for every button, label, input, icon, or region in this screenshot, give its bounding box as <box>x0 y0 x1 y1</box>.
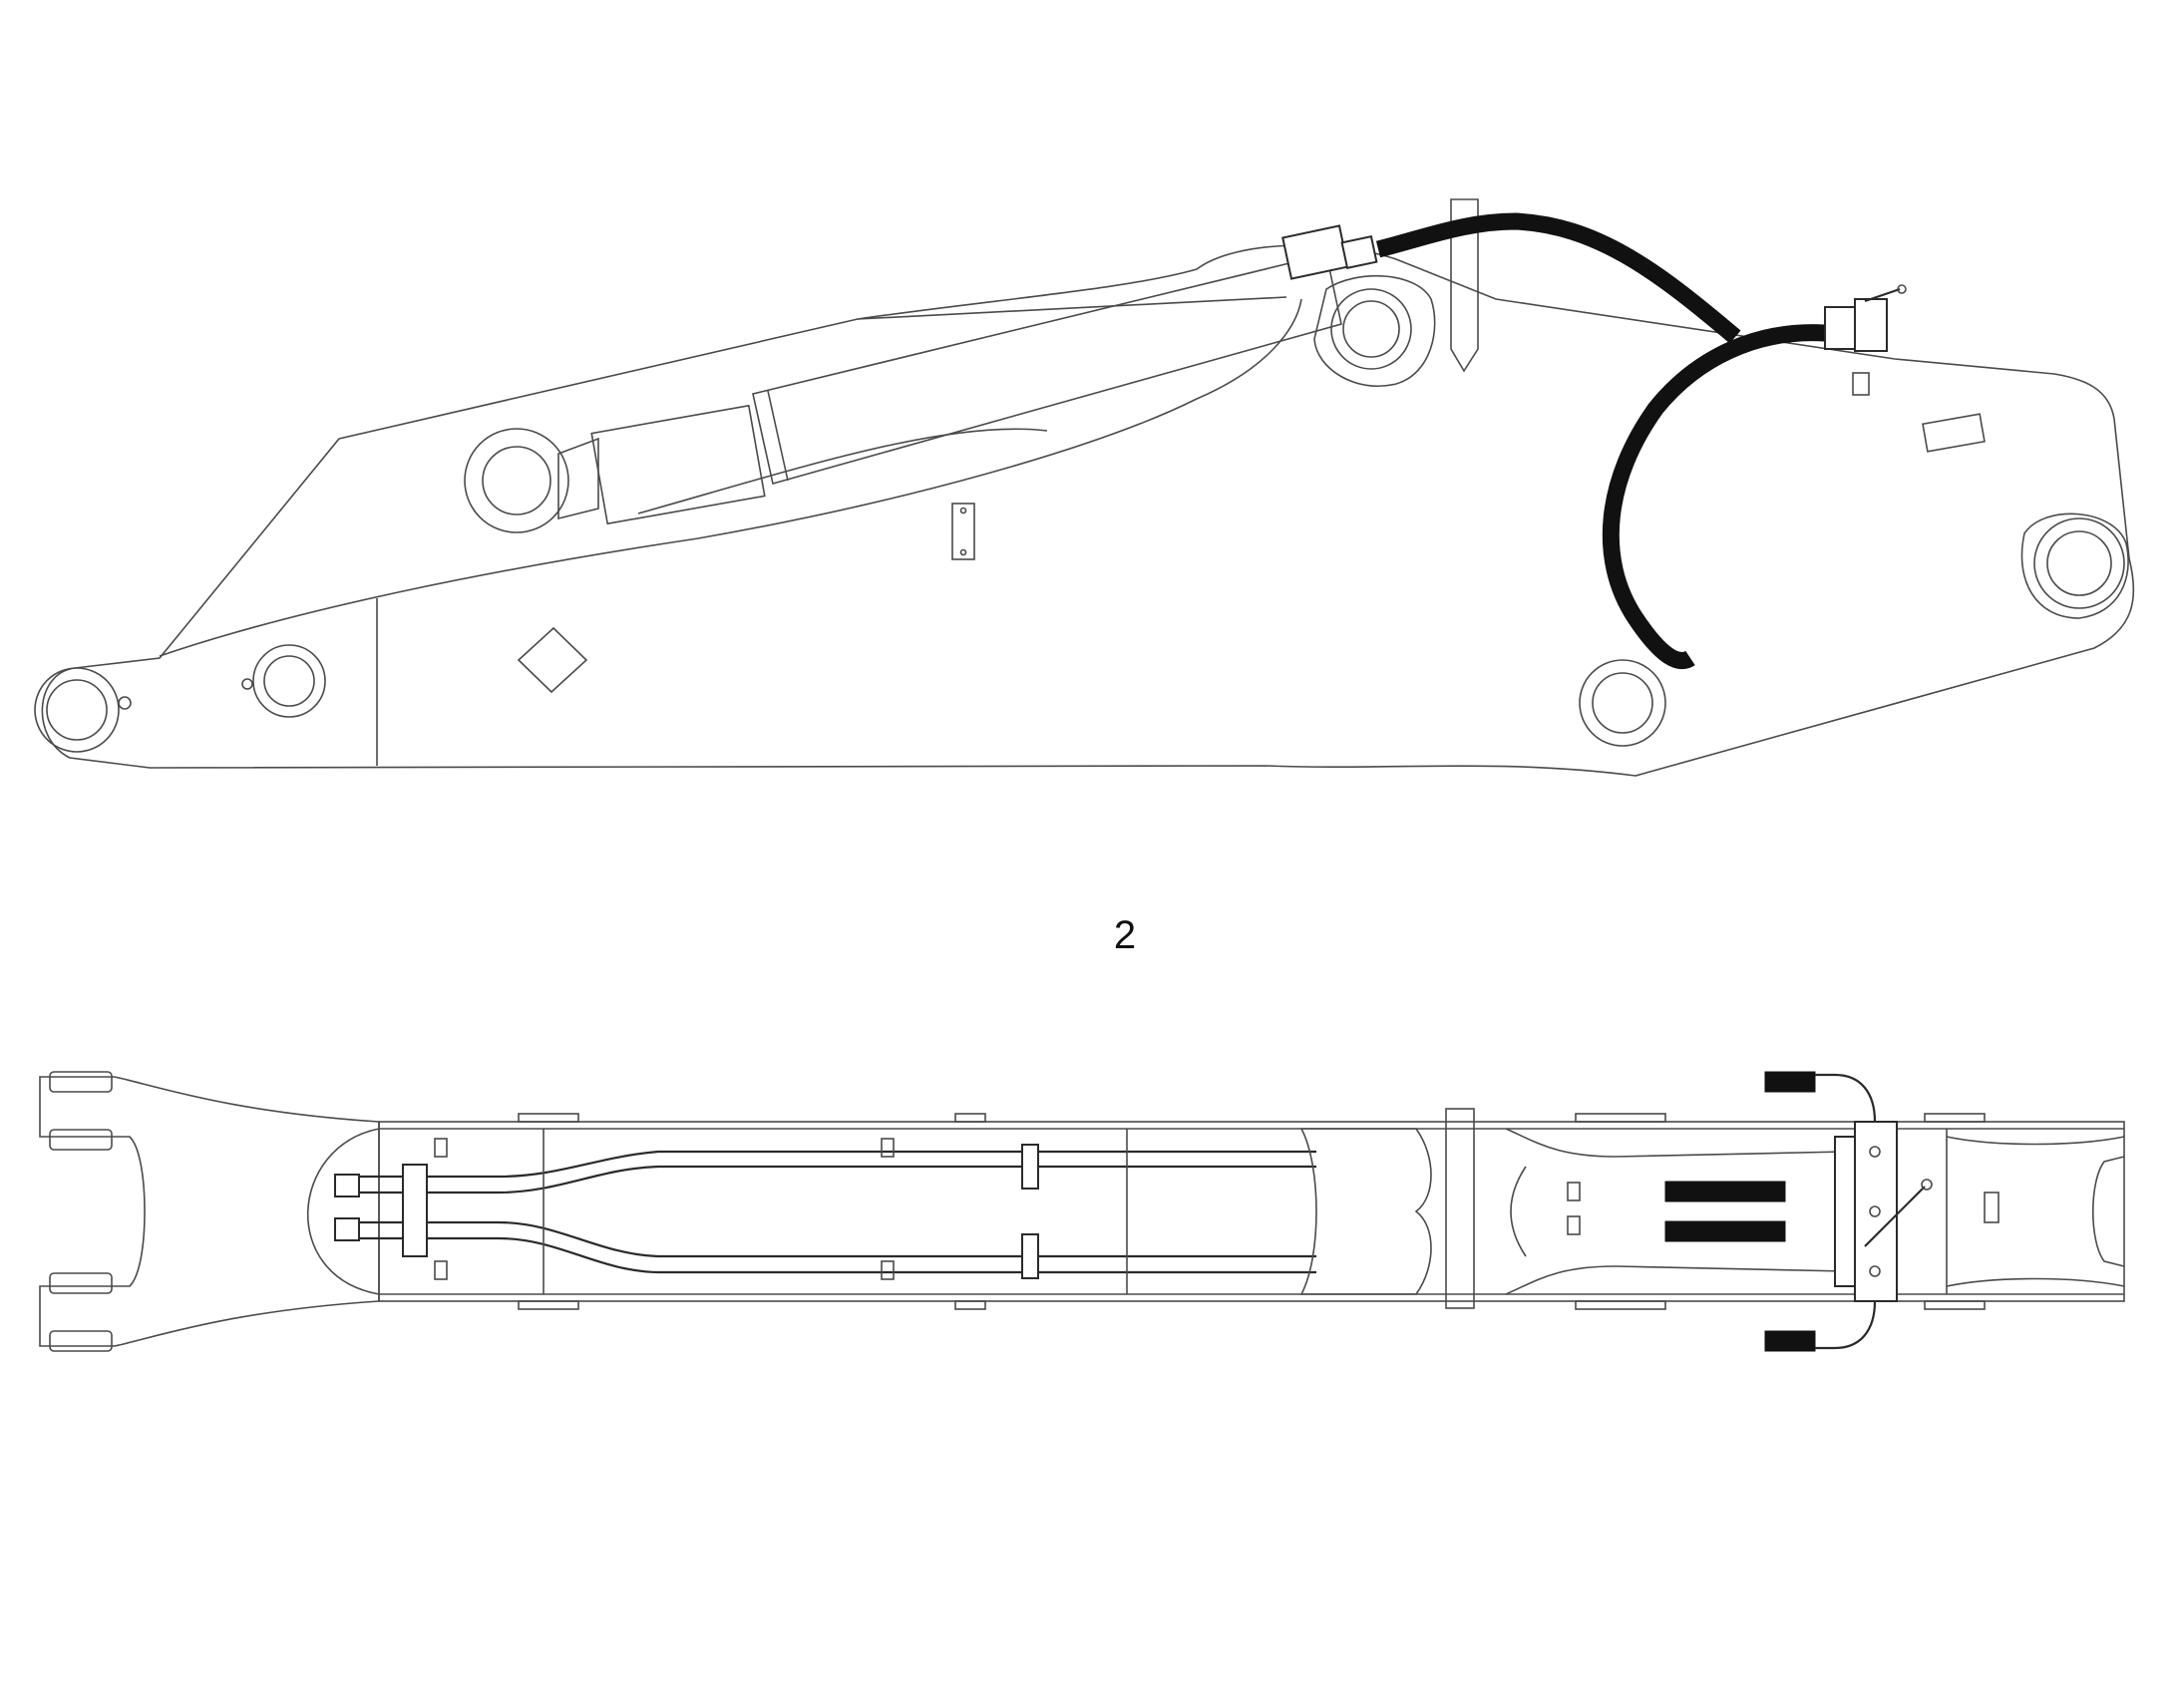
pipe-clamp-lower <box>1021 1233 1039 1279</box>
hydraulic-hose-lower <box>1602 324 1826 670</box>
pipe-clamp-left <box>402 1164 428 1257</box>
arm-cylinder-pin-outer <box>1579 659 1666 747</box>
pipe-clamp-upper <box>1021 1144 1039 1190</box>
boom-end-cap <box>306 1128 380 1295</box>
boom-foot-fork <box>39 1076 380 1347</box>
valve-lever-top-view <box>1864 1186 1926 1247</box>
valve-knob <box>1921 1179 1933 1191</box>
cylinder-rod-eye-outer <box>464 428 569 533</box>
small-plate <box>434 1260 448 1280</box>
boom-foot-pin-outer <box>34 667 120 753</box>
pin-boss-plate <box>1313 274 1436 387</box>
lug <box>1924 1113 1986 1123</box>
boom-cylinder-pin-inner <box>263 655 315 707</box>
grease-nipple-foot <box>118 696 132 710</box>
cylinder-tube <box>752 253 1342 485</box>
pipe-upper-a <box>359 1150 1316 1179</box>
boom-upper-chord <box>159 298 1302 657</box>
manifold-port <box>1869 1265 1881 1277</box>
boom-foot-pin-inner <box>46 679 108 741</box>
boom-top-view <box>39 1071 2125 1352</box>
mount-plate-right-1 <box>1852 372 1870 396</box>
hose-bend-top <box>1815 1073 1877 1123</box>
lug <box>518 1113 579 1123</box>
nose-pin-outer <box>2033 517 2125 609</box>
lug <box>1924 1300 1986 1310</box>
boom-top-pin <box>1313 274 1436 387</box>
nose-line <box>1946 1277 2125 1287</box>
pipe-fitting <box>334 1174 360 1197</box>
mount-plate-diamond <box>517 626 588 694</box>
taper-end <box>1510 1166 1527 1257</box>
hose-end-top <box>1764 1071 1816 1093</box>
hose-support-bracket-top <box>1445 1108 1475 1309</box>
nose-pin-inner <box>2046 530 2112 596</box>
hose-fitting-nut <box>1340 234 1378 270</box>
central-recess <box>1299 1128 1432 1295</box>
pipe-upper-b <box>359 1165 1316 1195</box>
valve-manifold <box>1834 1121 1933 1302</box>
hose-segment-upper <box>1664 1181 1786 1202</box>
small-plate <box>1567 1215 1581 1235</box>
small-plate <box>1567 1182 1581 1201</box>
pin-inner <box>1342 300 1400 358</box>
hose-bend-bottom <box>1815 1300 1877 1350</box>
hose-end-bottom <box>1764 1330 1816 1352</box>
small-plate <box>1984 1192 1999 1223</box>
manifold-port <box>1869 1146 1881 1158</box>
figure-label: 2 <box>1114 913 1136 957</box>
small-plate <box>881 1260 895 1280</box>
hose-support-bracket <box>1450 198 1479 373</box>
pipe-lower-a <box>359 1220 1316 1258</box>
boom-gusset-line <box>637 428 1048 514</box>
lug <box>1575 1113 1666 1123</box>
taper-lower <box>1505 1265 1846 1295</box>
hose-fitting-block <box>1281 224 1349 280</box>
valve-knob <box>1897 284 1907 294</box>
nose-line <box>1946 1136 2125 1146</box>
lug <box>954 1300 986 1310</box>
boom-top-flange <box>857 296 1287 320</box>
foot-bushing <box>49 1071 113 1093</box>
hydraulic-pipes <box>334 1144 1316 1279</box>
lug <box>518 1300 579 1310</box>
manifold-body <box>1854 1121 1898 1302</box>
bolt <box>959 548 967 556</box>
foot-bushing <box>49 1129 113 1151</box>
pin-outer <box>1330 288 1412 370</box>
foot-bushing <box>49 1330 113 1352</box>
valve-block <box>1854 298 1888 352</box>
mount-plate-right-2 <box>1922 413 1986 453</box>
taper-upper <box>1505 1128 1846 1158</box>
boom-side-outline <box>41 244 2135 777</box>
foot-bushing <box>49 1272 113 1294</box>
nose-boss <box>2020 512 2129 619</box>
manifold-port <box>1869 1205 1881 1217</box>
nose-recess <box>2092 1156 2125 1267</box>
lug <box>954 1113 986 1123</box>
hose-segment-lower <box>1664 1220 1786 1242</box>
boom-side-view <box>34 198 2135 777</box>
arm-cylinder-pin-inner <box>1592 672 1653 734</box>
bolt <box>959 507 967 514</box>
boom-nose-pin <box>2020 512 2129 619</box>
cylinder-body-gland <box>590 404 766 525</box>
pipe-lower-b <box>359 1236 1316 1274</box>
lug <box>1575 1300 1666 1310</box>
hydraulic-hose-upper <box>1375 212 1741 344</box>
cylinder-rod-eye-inner <box>482 446 551 515</box>
arm-cylinder <box>464 253 1342 533</box>
valve-lever <box>1864 287 1901 303</box>
mount-plate-small <box>951 503 975 560</box>
manifold-ports <box>1834 1136 1856 1287</box>
grease-nipple-2 <box>241 678 253 690</box>
tube-band <box>767 390 789 482</box>
small-plate <box>881 1138 895 1158</box>
rod-end <box>557 437 599 520</box>
boom-cylinder-pin-outer <box>252 644 326 718</box>
pipe-fitting <box>334 1217 360 1241</box>
shutoff-valve-side <box>1824 284 1907 352</box>
small-plate <box>434 1138 448 1158</box>
